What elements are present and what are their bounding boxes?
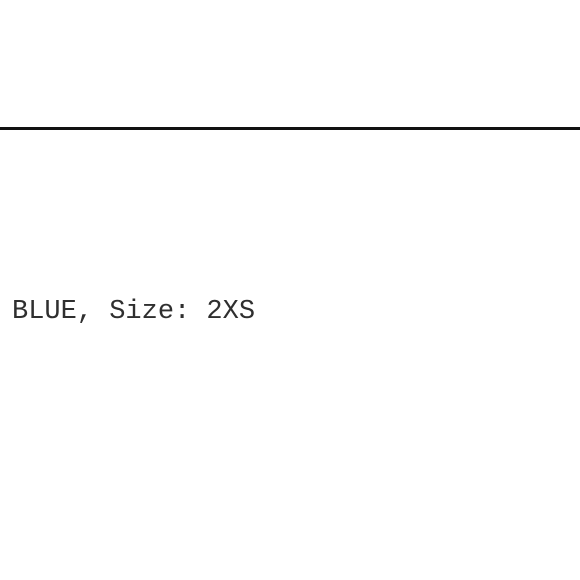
horizontal-divider — [0, 127, 580, 130]
product-variant-text: BLUE, Size: 2XS — [12, 297, 256, 327]
